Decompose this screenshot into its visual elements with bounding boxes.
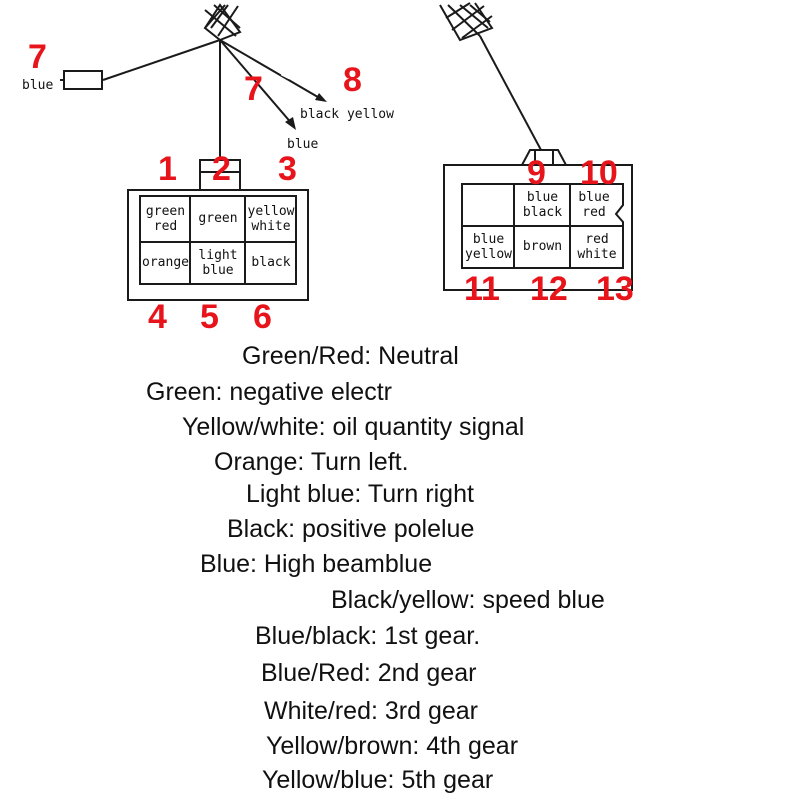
left-cell-3: yellow white [247,203,295,234]
legend-line-13: Yellow/blue: 5th gear [262,766,494,794]
left-connector [127,159,309,301]
pin-number-5: 5 [200,298,219,336]
legend-line-2: Green: negative electr [146,378,392,406]
legend-line-7: Blue: High beamblue [200,550,433,578]
left-cell-1: green red [145,203,186,234]
wire-label-pin7-right: blue [287,137,319,152]
arrowhead-pin7 [285,117,296,130]
legend-line-1: Green/Red: Neutral [242,342,459,370]
legend-line-8: Black/yellow: speed blue [331,586,605,614]
wire-main-right [479,35,542,151]
wire-pin8 [219,39,324,101]
pin-number-3: 3 [278,150,297,188]
pin7-terminal [63,70,103,90]
right-connector [443,149,633,291]
legend-line-9: Blue/black: 1st gear. [255,622,481,650]
pin-number-2: 2 [212,150,231,188]
pin-number-8: 8 [343,61,362,99]
wire-pin7-left [102,39,221,81]
wire-label-pin7-left: blue [22,78,54,93]
pin-number-12: 12 [530,270,568,308]
left-cell-4: orange [142,255,189,271]
pin-number-9: 9 [527,154,546,192]
pin-number-1: 1 [158,150,177,188]
left-cell-5: light blue [198,247,238,278]
right-connector-latch [520,149,568,166]
right-cell-13: red white [577,231,617,262]
pin-number-6: 6 [253,298,272,336]
pin-number-10: 10 [580,154,618,192]
pin-number-7-right: 7 [244,70,263,108]
wire-label-pin8: black yellow [300,107,394,122]
right-cell-10: blue red [578,189,610,220]
pin-number-11: 11 [464,270,500,308]
right-cell-11: blue yellow [465,231,512,262]
wire-pin7-right [219,39,294,126]
left-cell-6: black [251,255,291,271]
right-cell-empty [463,185,514,226]
legend-line-5: Light blue: Turn right [246,480,474,508]
right-harness-bundle [439,2,542,151]
right-cell-9: blue black [522,189,563,220]
legend-line-11: White/red: 3rd gear [264,697,478,725]
right-cell-12: brown [522,239,563,255]
legend-line-3: Yellow/white: oil quantity signal [182,413,525,441]
legend-line-12: Yellow/brown: 4th gear [266,732,519,760]
legend-line-10: Blue/Red: 2nd gear [261,659,477,687]
legend-line-4: Orange: Turn left. [214,448,409,476]
left-harness-bundle [203,3,242,42]
legend-line-6: Black: positive polelue [227,515,475,543]
pin-number-13: 13 [596,270,634,308]
pin-number-4: 4 [148,298,167,336]
left-connector-latch [199,159,241,191]
left-cell-2: green [198,211,238,227]
pin-number-7-left: 7 [28,38,47,76]
arrowhead-pin8 [315,93,327,102]
